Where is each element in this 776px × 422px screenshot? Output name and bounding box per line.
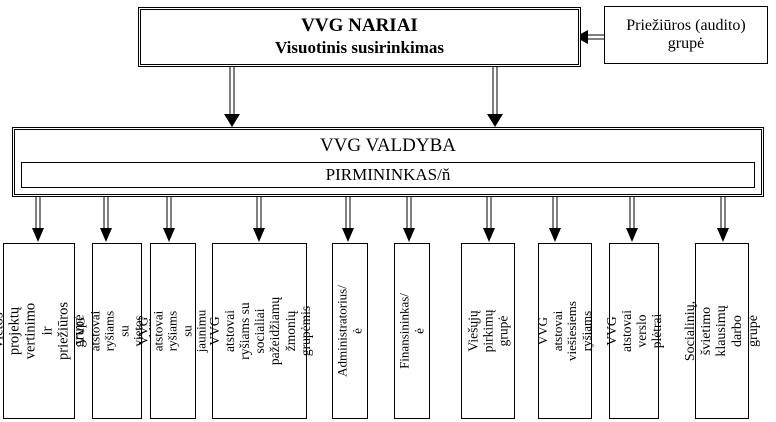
unit-social-education-group: Socialinių, švietimo klausimų darbo grup… [683, 243, 761, 419]
unit-label: VVG atstovai verslo plėtrai [603, 310, 665, 352]
arrow-to-unit-7 [483, 196, 495, 242]
unit-administrator: Administratorius/ė [332, 243, 368, 419]
unit-public-procurement-group: Viešųjų pirkimų grupė [461, 243, 515, 419]
arrow-to-unit-4 [253, 196, 265, 242]
chairman-label: PIRMININKAS/ň [325, 165, 451, 184]
unit-local-government-relations: VVG atstovai ryšiams su vietos valdžia [72, 243, 160, 419]
unit-youth-relations: VVG atstovai ryšiams su jaunimu [136, 243, 209, 419]
board-title: VVG VALDYBA [319, 135, 456, 156]
unit-label: Administratorius/ė [334, 285, 364, 377]
arrow-to-unit-10 [717, 196, 729, 242]
chairman-box: PIRMININKAS/ň [21, 162, 755, 188]
arrow-to-unit-3 [163, 196, 175, 242]
members-to-board-arrow-left [224, 67, 240, 127]
arrow-to-unit-8 [549, 196, 561, 242]
unit-socially-vulnerable-relations: VVG atstovai ryšiams su socialiai pažeid… [207, 243, 312, 419]
members-to-board-arrow-right [487, 67, 503, 127]
board-to-units-arrows [32, 185, 729, 242]
arrow-to-unit-1 [32, 196, 44, 242]
unit-label: VVG atstovai viešiesiems ryšiams [534, 301, 594, 361]
unit-label: VVG atstovai ryšiams su socialiai pažeid… [206, 296, 313, 366]
arrow-to-unit-2 [100, 196, 112, 242]
audit-to-members-arrow [575, 30, 604, 44]
audit-group-label: Priežiūros (audito) grupė [626, 16, 746, 52]
arrow-to-unit-9 [626, 196, 638, 242]
board-box: VVG VALDYBA PIRMININKAS/ň [12, 127, 764, 197]
unit-label: Finansininkas/ė [396, 293, 426, 369]
unit-label: Viešųjų pirkimų grupė [465, 309, 511, 353]
unit-public-relations: VVG atstovai viešiesiems ryšiams [534, 243, 594, 419]
unit-financier: Finansininkas/ė [394, 243, 430, 419]
audit-group-box: Priežiūros (audito) grupė [604, 6, 768, 64]
unit-project-evaluation-group: Vietos projektų vertinimo ir priežiūros … [0, 243, 87, 419]
members-title: VVG NARIAI [301, 15, 418, 37]
unit-label: VVG atstovai ryšiams su jaunimu [135, 309, 209, 353]
unit-business-development: VVG atstovai verslo plėtrai [604, 243, 664, 419]
members-subtitle: Visuotinis susirinkimas [275, 38, 444, 58]
unit-label: Socialinių, švietimo klausimų darbo grup… [682, 300, 761, 362]
members-box: VVG NARIAI Visuotinis susirinkimas [138, 7, 581, 67]
